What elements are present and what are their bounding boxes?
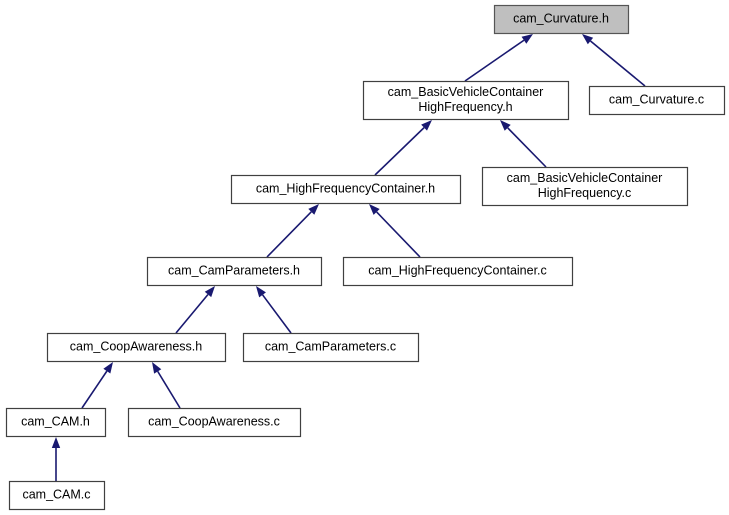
arrowhead-icon (500, 120, 511, 131)
node-label: cam_CoopAwareness.h (70, 339, 203, 353)
node-box (46, 332, 227, 363)
edge-line (464, 39, 525, 82)
node-box (8, 480, 106, 511)
edge-line (81, 370, 108, 409)
graph-edge (51, 437, 61, 481)
arrowhead-icon (582, 34, 594, 45)
arrowhead-icon (369, 204, 380, 215)
graph-node-cam_BasicVehicleContainerHighFrequency_h[interactable]: cam_BasicVehicleContainerHighFrequency.h… (362, 80, 570, 121)
node-box (362, 80, 570, 121)
graph-edge (266, 204, 319, 258)
node-box (493, 4, 630, 35)
arrowhead-icon (204, 286, 215, 298)
node-box (230, 174, 462, 205)
graph-edge (175, 286, 215, 334)
edge-line (266, 211, 312, 258)
graph-edge (81, 362, 113, 409)
node-label: cam_Curvature.c (609, 92, 704, 106)
node-label: cam_CAM.h (21, 414, 90, 428)
node-label: cam_BasicVehicleContainer (507, 171, 663, 185)
graph-edge (500, 120, 547, 168)
graph-node-cam_BasicVehicleContainerHighFrequency_c[interactable]: cam_BasicVehicleContainerHighFrequency.c… (481, 166, 689, 207)
graph-edge (374, 120, 432, 176)
node-box (146, 256, 323, 287)
node-label: cam_BasicVehicleContainer (388, 85, 544, 99)
node-box (481, 166, 689, 207)
node-label: cam_HighFrequencyContainer.h (256, 181, 435, 195)
graph-edge (582, 34, 646, 87)
node-label: cam_CamParameters.c (265, 339, 396, 353)
node-label: cam_CoopAwareness.c (148, 414, 280, 428)
node-box (342, 256, 574, 287)
node-label: cam_Curvature.h (513, 11, 609, 25)
graph-edge (256, 286, 292, 334)
graph-edge (464, 34, 533, 82)
node-box (588, 85, 726, 116)
node-label: HighFrequency.h (418, 100, 512, 114)
graph-edge (369, 204, 421, 258)
node-box (242, 332, 420, 363)
edge-line (507, 127, 547, 168)
node-box (127, 407, 302, 438)
node-label: HighFrequency.c (538, 186, 632, 200)
node-label: cam_CAM.c (22, 487, 90, 501)
edge-line (589, 40, 646, 87)
graph-edges-layer (51, 34, 646, 481)
edge-line (261, 294, 292, 334)
arrowhead-icon (256, 286, 266, 298)
edge-line (376, 211, 421, 258)
graph-node-cam_HighFrequencyContainer_c[interactable]: cam_HighFrequencyContainer.ccam_HighFreq… (342, 256, 574, 287)
arrowhead-icon (521, 34, 533, 44)
arrowhead-icon (51, 437, 61, 448)
arrowhead-icon (421, 120, 432, 131)
edge-line (175, 293, 209, 334)
node-label: cam_HighFrequencyContainer.c (368, 263, 547, 277)
graph-node-cam_HighFrequencyContainer_h[interactable]: cam_HighFrequencyContainer.hcam_HighFreq… (230, 174, 462, 205)
arrowhead-icon (103, 362, 113, 374)
node-label: cam_CamParameters.h (168, 263, 300, 277)
arrowhead-icon (308, 204, 319, 215)
graph-edge (152, 362, 181, 409)
edge-line (374, 127, 425, 176)
arrowhead-icon (152, 362, 162, 374)
node-box (5, 407, 107, 438)
edge-line (157, 370, 181, 409)
